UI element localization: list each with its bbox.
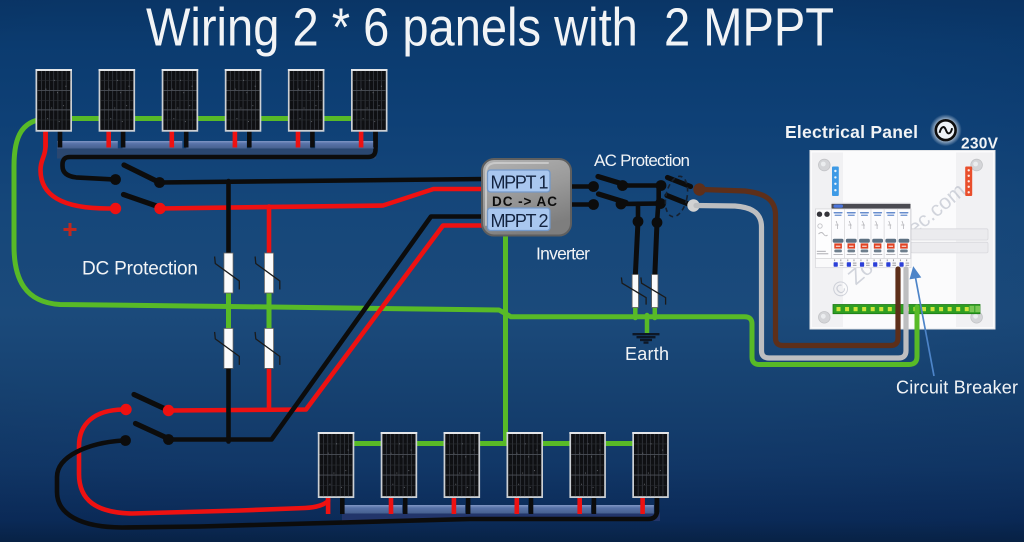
svg-text:DC -> AC: DC -> AC [492, 194, 557, 209]
svg-text:Circuit Breaker: Circuit Breaker [896, 378, 1018, 398]
svg-text:230V: 230V [961, 136, 999, 153]
svg-text:AC Protection: AC Protection [594, 151, 690, 170]
svg-text:MPPT 2: MPPT 2 [491, 211, 549, 231]
svg-text:Earth: Earth [625, 344, 669, 364]
svg-text:DC Protection: DC Protection [82, 259, 198, 280]
svg-text:MPPT 1: MPPT 1 [491, 173, 549, 193]
svg-text:Electrical Panel: Electrical Panel [785, 122, 918, 142]
svg-text:Inverter: Inverter [536, 244, 590, 264]
svg-text:Wiring 2 * 6 panels with 2 MP: Wiring 2 * 6 panels with 2 MPPT [146, 0, 834, 58]
